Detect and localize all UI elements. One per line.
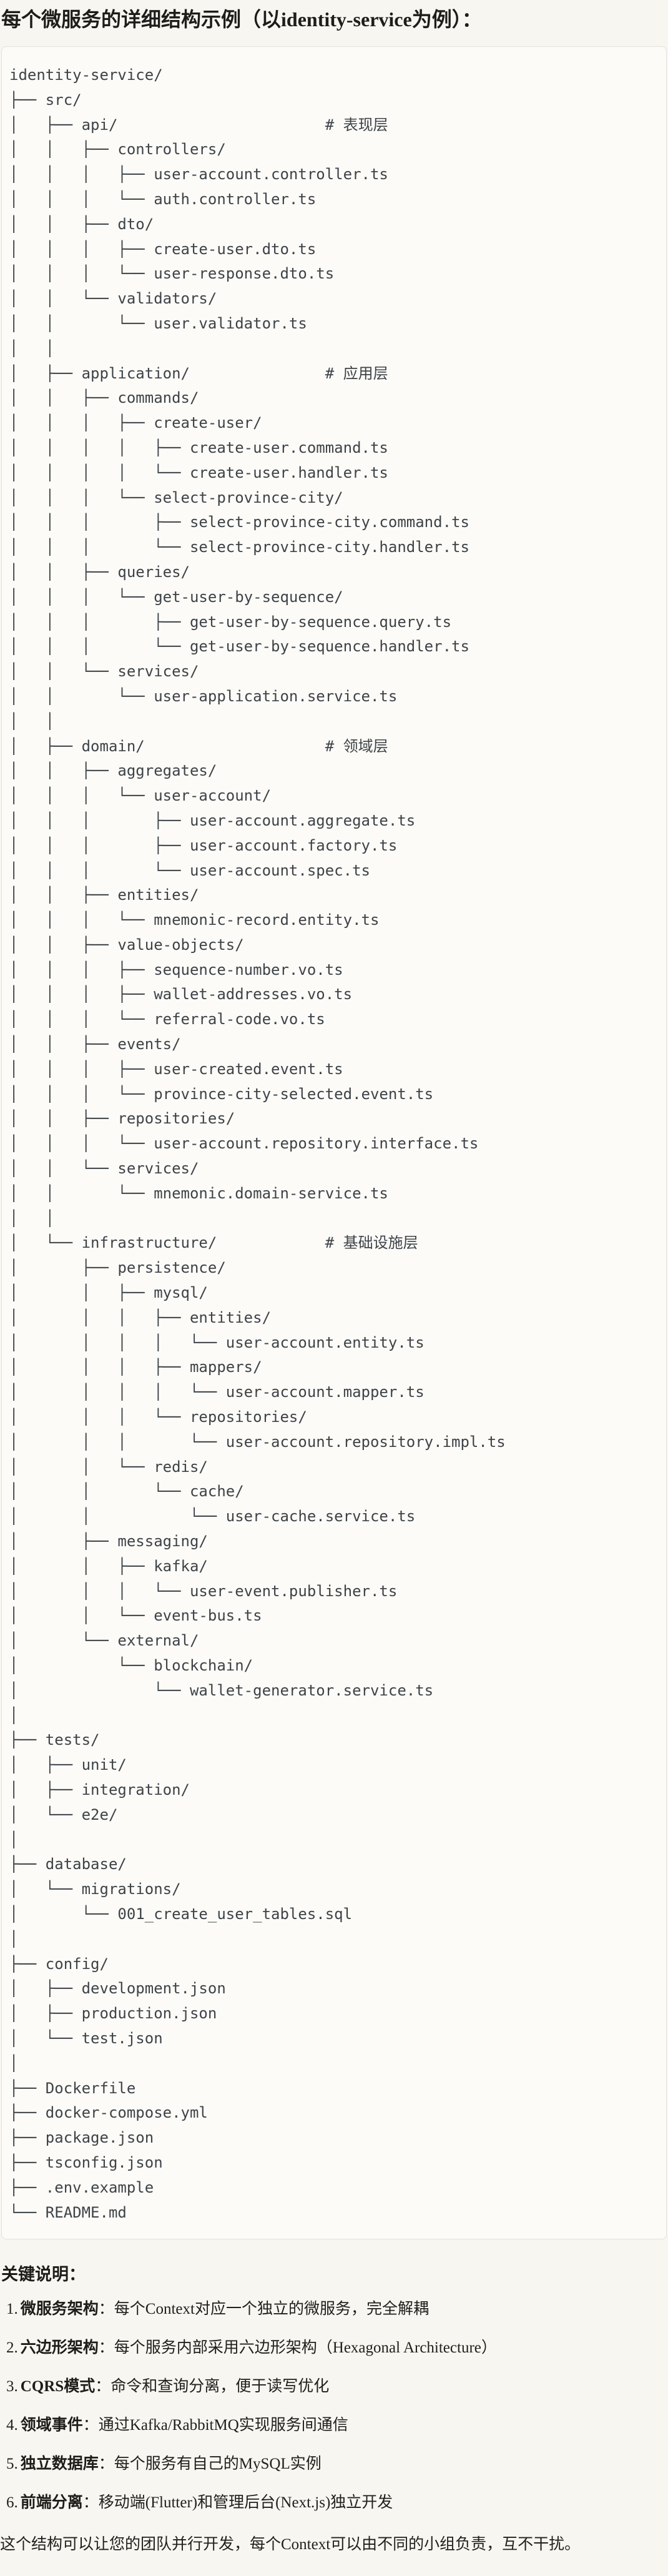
note-text: 通过Kafka/RabbitMQ实现服务间通信 (98, 2417, 348, 2434)
note-number: 4. (6, 2417, 18, 2434)
note-colon: ： (82, 2494, 99, 2512)
page-title: 每个微服务的详细结构示例（以identity-service为例）： (1, 8, 482, 31)
notes-list: 1.微服务架构：每个Context对应一个独立的微服务，完全解耦 2.六边形架构… (0, 2298, 668, 2514)
note-text: 每个Context对应一个独立的微服务，完全解耦 (114, 2301, 429, 2318)
note-text: 移动端(Flutter)和管理后台(Next.js)独立开发 (98, 2494, 393, 2512)
note-label: 微服务架构 (20, 2301, 99, 2318)
note-number: 2. (6, 2339, 18, 2357)
note-label: CQRS模式 (20, 2378, 96, 2396)
closing-paragraph: 这个结构可以让您的团队并行开发，每个Context可以由不同的小组负责，互不干扰… (0, 2536, 581, 2554)
notes-heading: 关键说明： (1, 2265, 86, 2284)
note-number: 3. (6, 2378, 18, 2396)
note-item-1: 1.微服务架构：每个Context对应一个独立的微服务，完全解耦 (6, 2298, 668, 2321)
note-text: 命令和查询分离，便于读写优化 (111, 2378, 330, 2396)
note-number: 6. (6, 2494, 18, 2512)
note-label: 六边形架构 (20, 2339, 99, 2357)
note-colon: ： (95, 2378, 111, 2396)
note-item-3: 3.CQRS模式：命令和查询分离，便于读写优化 (6, 2376, 668, 2398)
note-colon: ： (98, 2301, 114, 2318)
note-text: 每个服务内部采用六边形架构（Hexagonal Architecture） (114, 2339, 497, 2357)
note-text: 每个服务有自己的MySQL实例 (114, 2455, 322, 2473)
directory-tree: identity-service/ ├── src/ │ ├── api/ # … (9, 66, 506, 2221)
note-item-4: 4.领域事件：通过Kafka/RabbitMQ实现服务间通信 (6, 2414, 668, 2437)
note-number: 1. (6, 2301, 18, 2318)
note-colon: ： (98, 2455, 114, 2473)
note-colon: ： (98, 2339, 114, 2357)
note-item-6: 6.前端分离：移动端(Flutter)和管理后台(Next.js)独立开发 (6, 2492, 668, 2514)
note-item-5: 5.独立数据库：每个服务有自己的MySQL实例 (6, 2453, 668, 2475)
note-colon: ： (82, 2417, 99, 2434)
directory-tree-block: identity-service/ ├── src/ │ ├── api/ # … (1, 46, 667, 2240)
note-label: 前端分离 (20, 2494, 83, 2512)
note-item-2: 2.六边形架构：每个服务内部采用六边形架构（Hexagonal Architec… (6, 2337, 668, 2359)
note-number: 5. (6, 2455, 18, 2473)
note-label: 独立数据库 (20, 2455, 99, 2473)
page: { "title": "每个微服务的详细结构示例（以identity-servi… (0, 5, 668, 2576)
note-label: 领域事件 (20, 2417, 83, 2434)
